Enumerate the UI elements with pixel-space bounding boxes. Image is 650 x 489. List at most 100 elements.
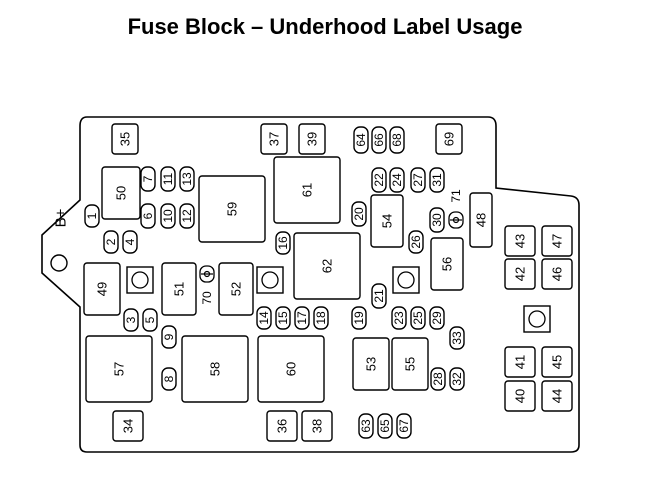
fuse-block-position-40: 40: [504, 380, 536, 412]
position-number-label: 10: [161, 209, 175, 223]
fuse-block-position-57: 57: [85, 335, 153, 403]
fuse-block-position-68: 68: [389, 126, 405, 154]
position-number-label: 24: [390, 173, 404, 187]
fuse-block-position-51: 51: [161, 262, 197, 316]
fuse-block-position-33: 33: [449, 326, 465, 350]
fuse-block-position-48: 48: [469, 192, 493, 248]
position-number-label: 15: [276, 311, 290, 325]
position-number-label: 11: [161, 172, 175, 185]
position-number-label: 58: [208, 362, 223, 376]
position-number-label: 14: [257, 311, 271, 325]
fuse-block-position-25: 25: [410, 306, 426, 330]
position-number-label: 31: [430, 173, 444, 187]
position-number-label: 7: [141, 175, 155, 182]
position-number-label: 55: [403, 357, 418, 371]
fuse-block-position-67: 67: [396, 413, 412, 439]
fuse-block-position-54: 54: [370, 194, 404, 248]
page-title: Fuse Block – Underhood Label Usage: [127, 14, 523, 39]
position-number-label: 20: [352, 207, 366, 221]
fuse-block-position-50: 50: [101, 166, 141, 220]
fuse-block-position-3: 3: [123, 308, 139, 332]
position-number-label: 56: [440, 257, 455, 271]
fuse-block-position-13: 13: [179, 166, 195, 192]
fuse-block-position-43: 43: [504, 225, 536, 257]
position-number-label: 41: [513, 355, 528, 369]
position-number-label: 50: [114, 186, 129, 200]
fuse-block-outline: [41, 116, 580, 453]
fuse-block-position-4: 4: [122, 230, 138, 254]
fuse-block-position-69: 69: [435, 123, 463, 155]
position-number-label: 12: [180, 209, 194, 223]
fuse-block-position-34: 34: [112, 410, 144, 442]
position-number-label: 47: [550, 234, 565, 248]
position-number-label: 33: [450, 331, 464, 345]
position-number-label: 59: [225, 202, 240, 216]
b-plus-terminal-label: B+: [53, 208, 70, 227]
fuse-block-position-45: 45: [541, 346, 573, 378]
position-number-label: 8: [162, 375, 176, 382]
fuse-block-position-65: 65: [377, 413, 393, 439]
position-number-label: 19: [352, 311, 366, 325]
position-number-label: 44: [550, 389, 565, 403]
position-number-label: 1: [85, 212, 99, 219]
position-number-label: 57: [112, 362, 127, 376]
fuse-block-position-29: 29: [429, 306, 445, 330]
position-number-label: 45: [550, 355, 565, 369]
fuse-block-position-19: 19: [351, 306, 367, 330]
fuse-block-position-52: 52: [218, 262, 254, 316]
position-number-label: 28: [431, 372, 445, 386]
position-number-label: 32: [450, 372, 464, 386]
position-number-label: 5: [143, 316, 157, 323]
position-number-label: 18: [314, 311, 328, 325]
fuse-block-position-63: 63: [358, 413, 374, 439]
position-number-label: 51: [172, 282, 187, 296]
fuse-block-position-66: 66: [371, 126, 387, 154]
fuse-block-position-38: 38: [301, 410, 333, 442]
mounting-stud: [256, 266, 284, 294]
position-number-label: 22: [372, 173, 386, 187]
position-number-label: 27: [411, 173, 425, 187]
position-number-label: 49: [95, 282, 110, 296]
fuse-block-position-36: 36: [266, 410, 298, 442]
fuse-block-position-28: 28: [430, 367, 446, 391]
fuse-block-position-30: 30: [429, 207, 445, 233]
fuse-block-position-17: 17: [294, 306, 310, 330]
fuse-block-position-35: 35: [111, 123, 139, 155]
fuse-block-position-62: 62: [293, 232, 361, 300]
position-number-label: 39: [305, 132, 320, 146]
position-number-label: 61: [300, 183, 315, 197]
fuse-block-position-60: 60: [257, 335, 325, 403]
fuse-block-position-10: 10: [160, 203, 176, 229]
fuse-block-position-20: 20: [351, 201, 367, 227]
position-number-label: 25: [411, 311, 425, 325]
fuse-block-position-47: 47: [541, 225, 573, 257]
fuse-block-position-1: 1: [84, 204, 100, 228]
fuse-block-position-27: 27: [410, 167, 426, 193]
fuse-block-position-11: 11: [160, 166, 176, 192]
fuse-block-position-16: 16: [275, 231, 291, 255]
mounting-stud: [523, 305, 551, 333]
position-number-label: 35: [118, 132, 133, 146]
fuse-block-position-23: 23: [391, 306, 407, 330]
position-number-label: 2: [104, 238, 118, 245]
fuse-block-position-39: 39: [298, 123, 326, 155]
fuse-block-position-12: 12: [179, 203, 195, 229]
position-number-label: 53: [364, 357, 379, 371]
fuse-block-position-8: 8: [161, 367, 177, 391]
position-number-label: 64: [354, 133, 368, 147]
position-number-label: 54: [380, 214, 395, 228]
position-number-label: 42: [513, 267, 528, 281]
position-number-label: 40: [513, 389, 528, 403]
fuse-block-position-24: 24: [389, 167, 405, 193]
fuse-block-position-49: 49: [83, 262, 121, 316]
position-number-label: 46: [550, 267, 565, 281]
fuse-block-position-21: 21: [371, 283, 387, 309]
position-number-label: 17: [295, 311, 309, 325]
fuse-block-position-6: 6: [140, 203, 156, 229]
position-number-label: 29: [430, 311, 444, 325]
fuse-block-position-64: 64: [353, 126, 369, 154]
fuse-block-position-26: 26: [408, 230, 424, 254]
position-number-label: 23: [392, 311, 406, 325]
position-number-label: 36: [275, 419, 290, 433]
fuse-block-position-56: 56: [430, 237, 464, 291]
